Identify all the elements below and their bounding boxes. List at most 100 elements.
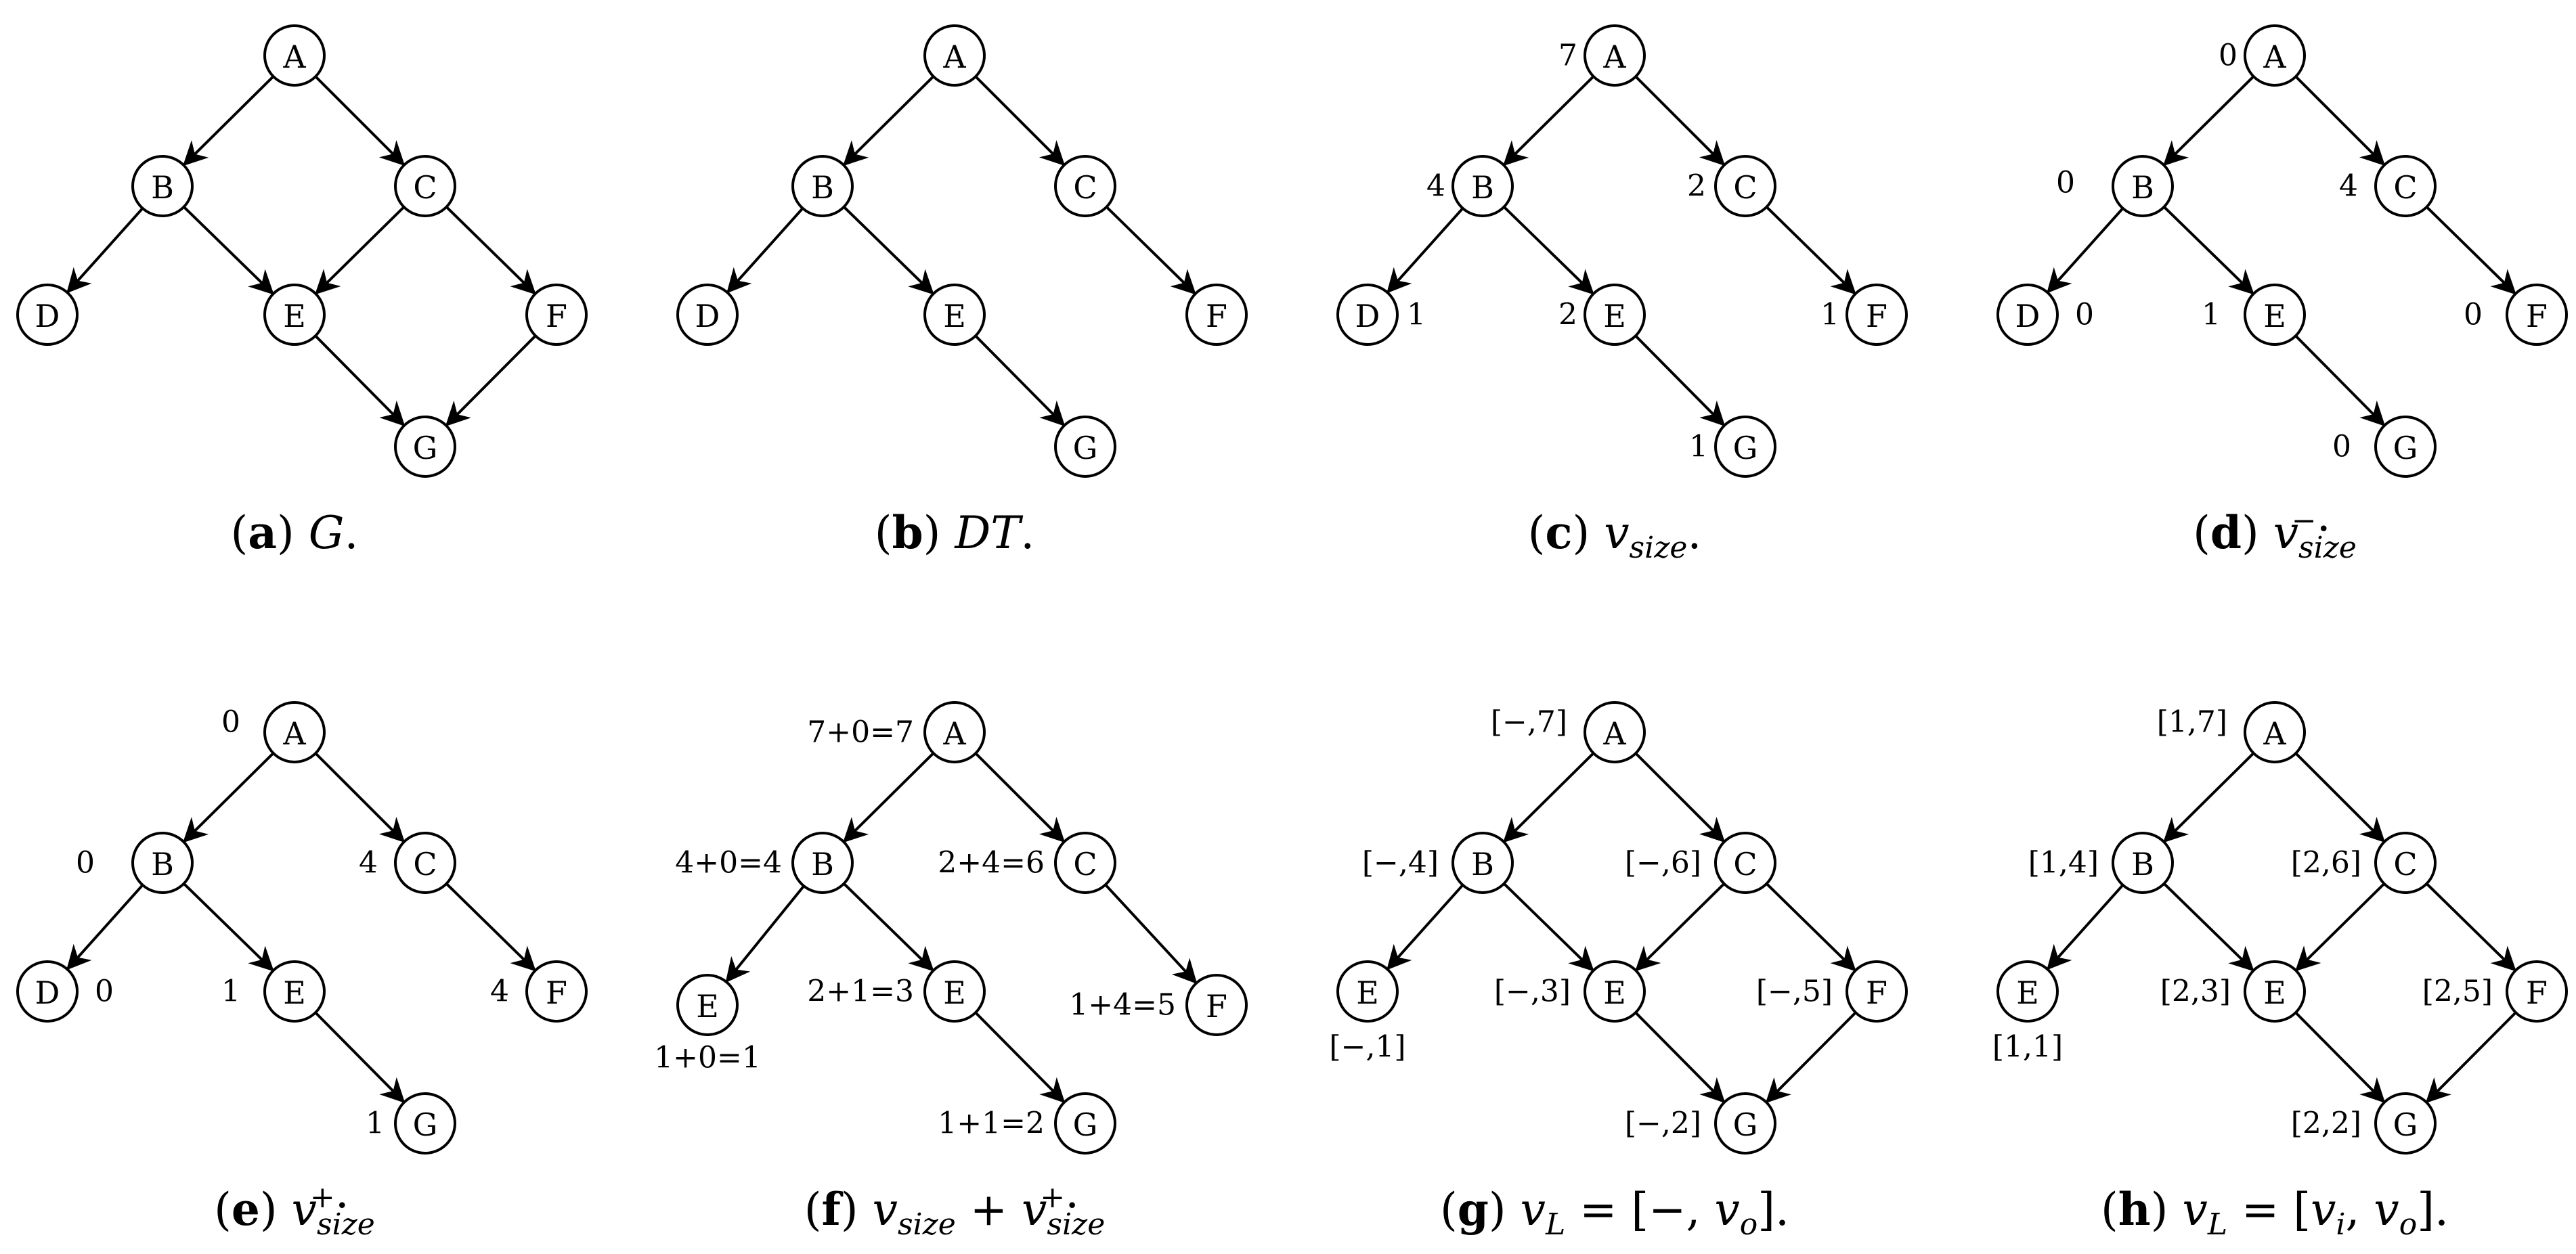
node-circle xyxy=(1054,1092,1116,1155)
caption-text: ]. xyxy=(1758,1184,1789,1236)
node-circle xyxy=(131,832,194,894)
node-circle xyxy=(1714,832,1776,894)
node-circle xyxy=(2506,960,2568,1023)
value-label-A: 0 xyxy=(221,705,240,740)
node-A: A xyxy=(263,24,326,87)
edge-A-C xyxy=(2294,75,2386,166)
caption-superscript: − xyxy=(2292,503,2317,538)
caption-tag: b xyxy=(892,506,923,559)
node-E: E xyxy=(263,960,326,1023)
node-label: D xyxy=(1355,298,1380,334)
edge-B-D xyxy=(2046,207,2124,294)
node-circle xyxy=(2112,155,2174,217)
caption-tag: c xyxy=(1545,506,1572,559)
node-label: E xyxy=(2016,975,2039,1011)
node-C: C xyxy=(1714,832,1776,894)
node-circle xyxy=(1584,24,1646,87)
caption-tag: a xyxy=(248,506,277,559)
node-circle xyxy=(394,832,456,894)
node-C: C xyxy=(1054,832,1116,894)
caption-text: . xyxy=(1687,507,1701,559)
node-D: E xyxy=(1996,960,2059,1023)
node-B: B xyxy=(2112,155,2174,217)
value-label-F: 4 xyxy=(490,975,509,1009)
node-G: G xyxy=(394,416,456,478)
edge-C-E xyxy=(314,206,406,295)
node-circle xyxy=(394,155,456,217)
node-label: B xyxy=(151,846,174,882)
value-label-B: 0 xyxy=(2056,166,2075,200)
node-circle xyxy=(1185,284,1248,346)
node-circle xyxy=(1054,416,1116,478)
value-label-B: 4 xyxy=(1426,169,1445,204)
node-D: D xyxy=(1336,284,1399,346)
edge-C-F xyxy=(1766,882,1856,972)
value-label-D: [−,1] xyxy=(1329,1030,1405,1065)
caption-math: v xyxy=(2374,1184,2399,1236)
node-label: C xyxy=(1073,169,1097,206)
node-circle xyxy=(1336,284,1399,346)
node-circle xyxy=(1846,960,1908,1023)
node-circle xyxy=(1714,1092,1776,1155)
node-circle xyxy=(1185,974,1248,1036)
node-circle xyxy=(16,960,79,1023)
value-label-A: 7 xyxy=(1558,39,1577,73)
node-label: G xyxy=(413,430,438,466)
caption-subscript: o xyxy=(2399,1207,2418,1242)
edge-E-G xyxy=(974,334,1066,427)
node-A: A xyxy=(923,24,986,87)
node-circle xyxy=(2374,1092,2437,1155)
node-label: G xyxy=(1733,430,1758,466)
caption-text: . xyxy=(1065,1166,1079,1218)
edge-A-B xyxy=(2162,75,2255,166)
value-label-E: [2,3] xyxy=(2160,975,2231,1009)
caption-math: v xyxy=(2273,507,2298,559)
node-label: D xyxy=(35,975,60,1011)
node-circle xyxy=(923,960,986,1023)
edge-C-F xyxy=(1104,883,1198,985)
value-label-B: 4+0=4 xyxy=(675,846,782,880)
value-label-C: 2 xyxy=(1687,169,1706,204)
edge-F-G xyxy=(2425,1011,2517,1104)
node-E: E xyxy=(1584,284,1646,346)
node-label: E xyxy=(696,988,719,1025)
node-circle xyxy=(676,974,739,1036)
value-label-E: 2 xyxy=(1558,298,1577,332)
node-label: B xyxy=(2131,846,2154,882)
edge-B-E xyxy=(183,882,274,972)
edge-B-D xyxy=(726,207,804,294)
node-F: F xyxy=(2506,960,2568,1023)
node-circle xyxy=(525,960,588,1023)
caption-subscript: size xyxy=(898,1207,956,1242)
edge-C-F xyxy=(2426,882,2516,972)
value-label-B: [−,4] xyxy=(1362,846,1439,880)
value-label-G: 1 xyxy=(1689,430,1708,464)
node-C: C xyxy=(1054,155,1116,217)
node-label: A xyxy=(1602,715,1626,752)
value-label-D: [1,1] xyxy=(1992,1030,2063,1065)
value-label-E: 1 xyxy=(2202,298,2221,332)
caption-tag: h xyxy=(2118,1183,2151,1236)
node-F: F xyxy=(2506,284,2568,346)
edge-C-E xyxy=(2294,882,2386,972)
edge-A-B xyxy=(1502,75,1595,166)
caption-text: , xyxy=(2345,1184,2374,1236)
edge-B-D xyxy=(1386,207,1464,294)
node-label: D xyxy=(695,298,720,334)
node-E: E xyxy=(2244,284,2306,346)
node-G: G xyxy=(394,1092,456,1155)
node-circle xyxy=(16,284,79,346)
edge-A-B xyxy=(182,752,275,843)
node-label: F xyxy=(1866,298,1887,334)
edge-A-B xyxy=(842,752,935,843)
value-label-B: [1,4] xyxy=(2028,846,2099,880)
node-B: B xyxy=(1451,155,1514,217)
node-F: F xyxy=(525,284,588,346)
node-label: A xyxy=(942,715,966,752)
node-A: A xyxy=(923,701,986,763)
node-label: B xyxy=(811,846,834,882)
edge-A-B xyxy=(2162,752,2255,843)
node-label: G xyxy=(2393,1106,2418,1143)
